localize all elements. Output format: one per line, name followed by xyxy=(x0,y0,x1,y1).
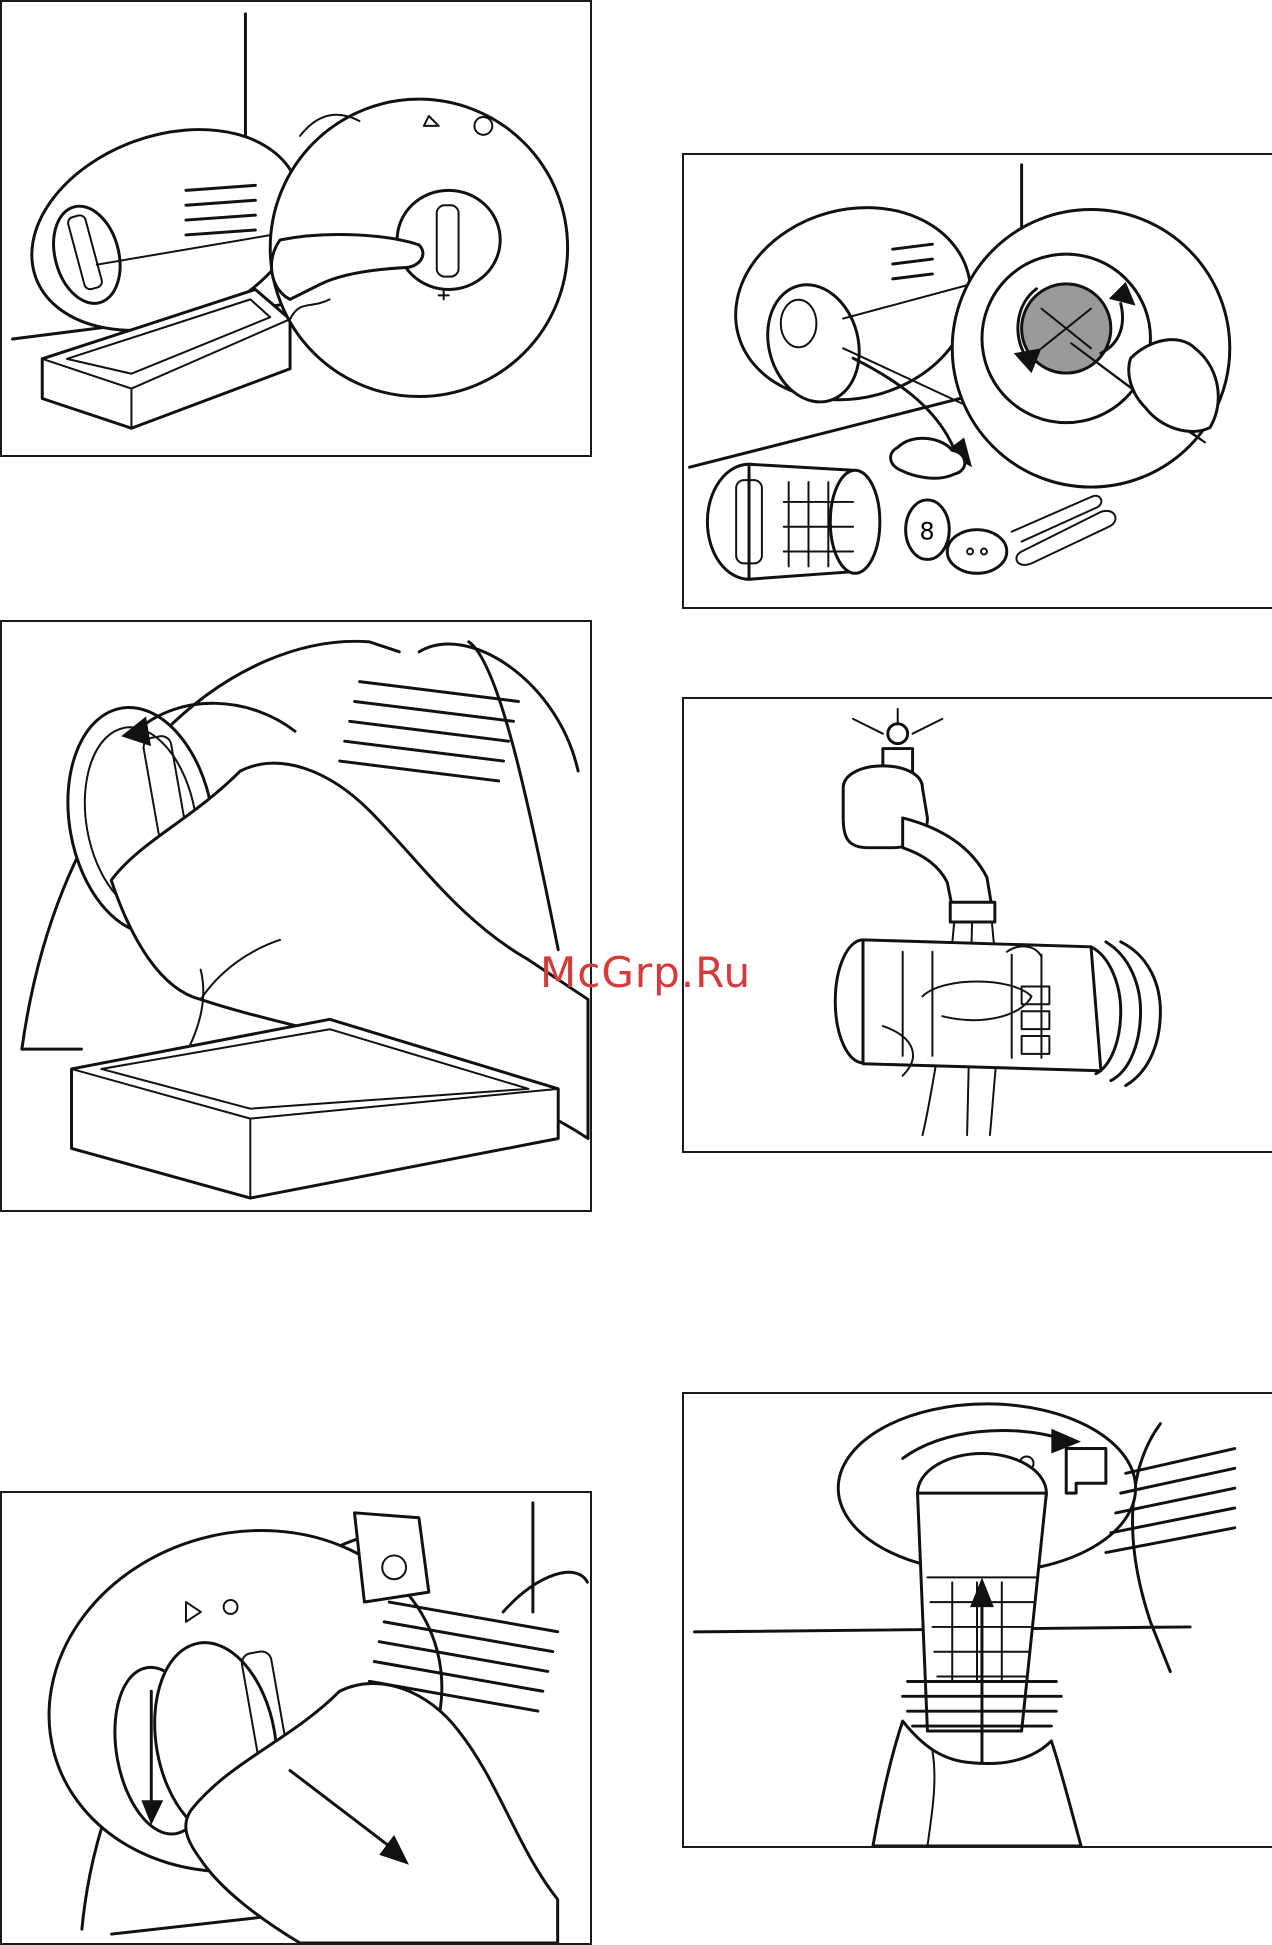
panel-step-open-flap xyxy=(0,0,592,457)
panel-step-remove-filter xyxy=(0,1491,592,1945)
rinse-filter-illustration xyxy=(684,699,1272,1151)
panel-step-insert-filter xyxy=(682,1392,1272,1848)
panel-step-rinse-filter xyxy=(682,697,1272,1153)
unscrew-filter-illustration xyxy=(2,622,590,1210)
remove-filter-illustration xyxy=(2,1493,590,1943)
panel-step-clean-filter-seat: 8 xyxy=(682,153,1272,609)
panel-step-unscrew-filter xyxy=(0,620,592,1212)
drain-tray-illustration xyxy=(2,2,590,455)
insert-filter-illustration xyxy=(684,1394,1272,1846)
watermark: McGrp.Ru xyxy=(540,948,751,997)
clean-filter-seat-illustration: 8 xyxy=(684,155,1272,607)
button-glyph: 8 xyxy=(920,518,935,546)
